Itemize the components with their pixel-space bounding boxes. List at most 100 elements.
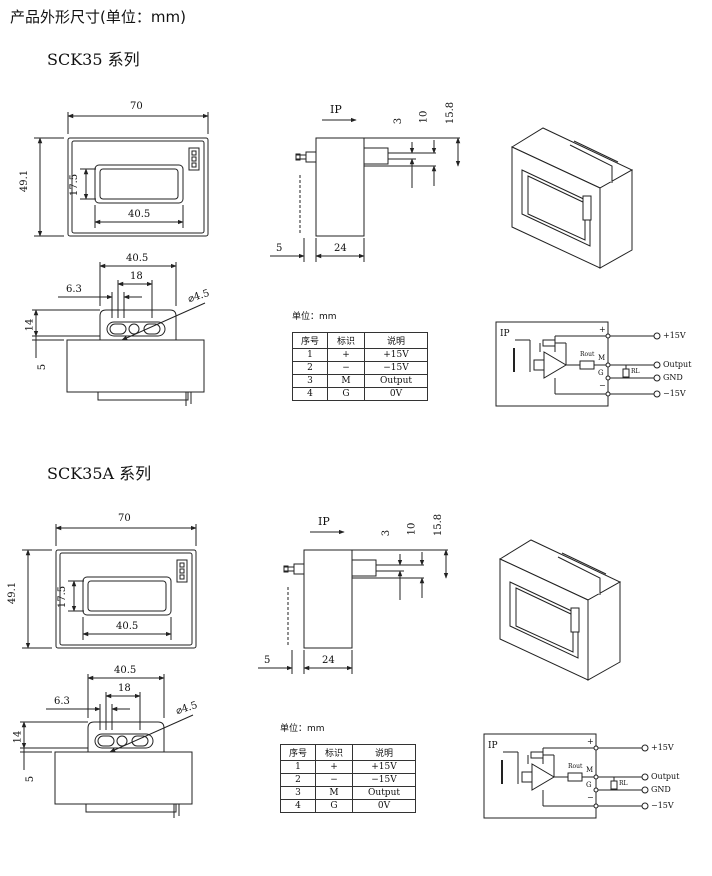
table-row: 1++15V — [280, 760, 416, 774]
dim-side-10: 10 — [418, 110, 430, 124]
dim-window-width: 40.5 — [116, 621, 139, 632]
side-view — [258, 529, 449, 674]
dim-front-width: 70 — [130, 101, 143, 112]
dim-side-5: 5 — [264, 655, 271, 666]
circuit-diagram — [495, 321, 661, 407]
cell: − — [327, 361, 365, 375]
table-row: 1++15V — [292, 348, 428, 362]
dim-side-5: 5 — [276, 243, 283, 254]
label-current: IP — [330, 103, 342, 116]
dim-window-width: 40.5 — [128, 209, 151, 220]
circuit-minus-label: − — [587, 793, 594, 802]
col-header: 说明 — [364, 332, 428, 349]
cell: Output — [364, 374, 428, 388]
circuit-rout-label: Rout — [568, 763, 583, 770]
circuit-out-p15: +15V — [651, 743, 674, 752]
circuit-minus-label: − — [599, 381, 606, 390]
side-view — [270, 117, 461, 262]
top-view — [20, 674, 194, 818]
circuit-out-gnd: GND — [663, 373, 683, 382]
table-row: 2−−15V — [280, 773, 416, 787]
circuit-g-label: G — [598, 369, 604, 377]
outline-drawing — [32, 112, 661, 407]
dim-h1: 14 — [12, 730, 24, 744]
isometric-view — [510, 127, 634, 269]
section-title: SCK35A 系列 — [47, 464, 152, 483]
cell: + — [327, 348, 365, 362]
dim-top-width: 40.5 — [114, 665, 137, 676]
section-title: SCK35 系列 — [47, 50, 140, 69]
unit-label: 单位：mm — [280, 724, 325, 734]
cell: 2 — [292, 361, 328, 375]
dim-side-3: 3 — [381, 529, 393, 537]
front-view — [34, 112, 209, 237]
circuit-plus-label: + — [587, 737, 594, 746]
dim-h2: 5 — [37, 363, 49, 371]
circuit-diagram — [483, 733, 649, 819]
circuit-m-label: M — [586, 766, 594, 774]
table-row: 2−−15V — [292, 361, 428, 375]
dim-offset: 6.3 — [66, 284, 82, 295]
table-header-row: 序号 标识 说明 — [280, 744, 416, 761]
cell: 3 — [292, 374, 328, 388]
col-header: 标识 — [315, 744, 353, 761]
col-header: 说明 — [352, 744, 416, 761]
cell: + — [315, 760, 353, 774]
circuit-rl-label: RL — [631, 368, 640, 375]
outline-drawing — [20, 524, 649, 819]
dim-h1: 14 — [24, 318, 36, 332]
dim-top-width: 40.5 — [126, 253, 149, 264]
cell: − — [315, 773, 353, 787]
col-header: 序号 — [292, 332, 328, 349]
top-view — [32, 262, 206, 406]
circuit-rl-label: RL — [619, 780, 628, 787]
cell: 4 — [292, 387, 328, 401]
dim-window-height: 17.5 — [57, 585, 69, 609]
circuit-out-m15: −15V — [651, 801, 674, 810]
isometric-view — [498, 539, 622, 681]
table-header-row: 序号 标识 说明 — [292, 332, 428, 349]
cell: 2 — [280, 773, 316, 787]
col-header: 标识 — [327, 332, 365, 349]
product-section: 70 49.1 17.5 40.5 40.5 18 6.3 ⌀4.5 14 5 … — [0, 412, 700, 832]
dim-side-24: 24 — [334, 243, 347, 254]
cell: 0V — [364, 387, 428, 401]
cell: 1 — [292, 348, 328, 362]
dim-front-width: 70 — [118, 513, 131, 524]
circuit-out-output: Output — [651, 772, 680, 781]
cell: +15V — [364, 348, 428, 362]
label-current: IP — [318, 515, 330, 528]
unit-label: 单位：mm — [292, 312, 337, 322]
col-header: 序号 — [280, 744, 316, 761]
cell: 1 — [280, 760, 316, 774]
dim-front-height: 49.1 — [19, 169, 31, 193]
cell: +15V — [352, 760, 416, 774]
circuit-plus-label: + — [599, 325, 606, 334]
circuit-rout-label: Rout — [580, 351, 595, 358]
cell: −15V — [364, 361, 428, 375]
dim-pitch: 18 — [130, 271, 143, 282]
circuit-out-output: Output — [663, 360, 692, 369]
dim-side-24: 24 — [322, 655, 335, 666]
cell: −15V — [352, 773, 416, 787]
cell: M — [327, 374, 365, 388]
page-title: 产品外形尺寸(单位：mm) — [10, 8, 186, 26]
dim-side-3: 3 — [393, 117, 405, 125]
product-section: 70 49.1 17.5 40.5 40.5 18 6.3 ⌀4.5 14 5 … — [0, 0, 712, 420]
dim-offset: 6.3 — [54, 696, 70, 707]
circuit-m-label: M — [598, 354, 606, 362]
cell: 4 — [280, 799, 316, 813]
dim-front-height: 49.1 — [7, 581, 19, 605]
cell: G — [327, 387, 365, 401]
cell: 3 — [280, 786, 316, 800]
cell: Output — [352, 786, 416, 800]
circuit-ip-label: IP — [500, 329, 510, 339]
circuit-out-p15: +15V — [663, 331, 686, 340]
circuit-ip-label: IP — [488, 741, 498, 751]
dim-window-height: 17.5 — [69, 173, 81, 197]
cell: G — [315, 799, 353, 813]
dim-h2: 5 — [25, 775, 37, 783]
